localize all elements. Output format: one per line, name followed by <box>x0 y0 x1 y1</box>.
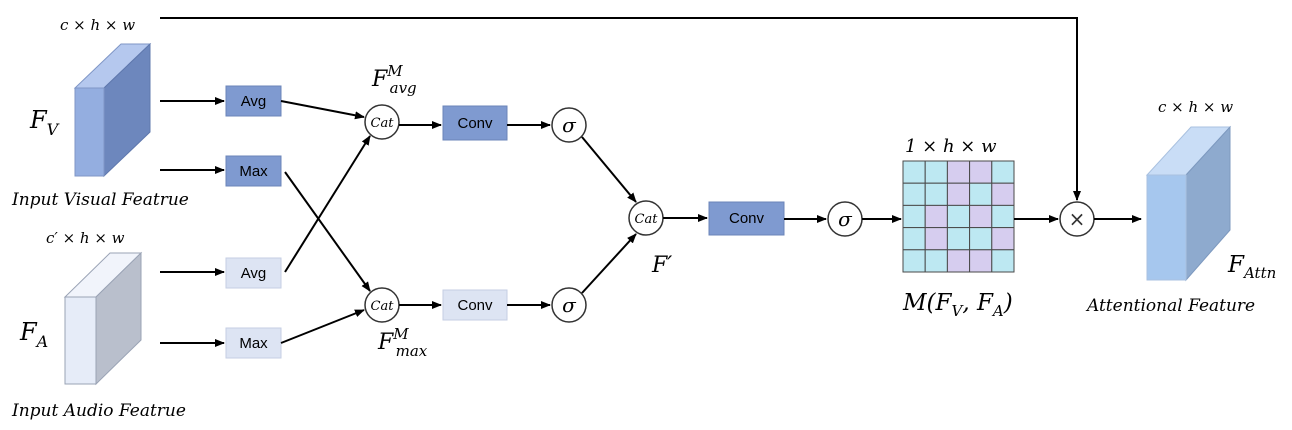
visual-dims-label: c × h × w <box>60 16 135 34</box>
multiply-label: × <box>1069 207 1086 231</box>
audio-caption: Input Audio Featrue <box>11 401 186 421</box>
attention-map-cell <box>969 160 993 184</box>
feature-max-sub: max <box>396 342 428 360</box>
audio-feature-cuboid <box>63 251 143 386</box>
output-subscript: Attn <box>1242 264 1276 282</box>
audio-cuboid-front <box>64 296 97 385</box>
attention-map-cell <box>991 160 1015 184</box>
sigma-top-label: σ <box>562 113 577 137</box>
merge-feature-label: F′ <box>651 253 672 278</box>
attention-map-cell <box>902 160 926 184</box>
sigma-final-circle: σ <box>827 201 863 237</box>
output-dims-label: c × h × w <box>1158 98 1233 116</box>
attention-map-cell <box>969 249 993 273</box>
visual-avg-label: Avg <box>241 93 267 110</box>
attention-map-cell <box>902 249 926 273</box>
attention-map-cell <box>924 204 948 229</box>
conv-final-box: Conv <box>708 201 785 236</box>
visual-avg-box: Avg <box>225 85 282 117</box>
concat-merge-label: Cat <box>635 212 659 227</box>
output-symbol: F <box>1227 252 1245 278</box>
arrow-amax-to-catbottom <box>280 309 365 344</box>
attention-map-caption: M(FV, FA) <box>902 290 1013 320</box>
sigma-bottom-label: σ <box>562 293 577 317</box>
conv-top-box: Conv <box>442 105 508 141</box>
visual-feature-cuboid <box>73 42 152 178</box>
attention-map-cell <box>969 227 993 251</box>
arrow-vmax-to-catbottom <box>284 171 371 292</box>
concat-merge-circle: Cat <box>628 200 664 236</box>
visual-feature-symbol: FV <box>29 106 60 139</box>
audio-dims-label: c′ × h × w <box>46 229 125 247</box>
map-caption-start: M(F <box>902 290 953 316</box>
attention-map-cell <box>902 204 926 229</box>
attention-map-cell <box>946 249 971 273</box>
feature-avg-sup: M <box>386 62 403 80</box>
map-caption-mid: , F <box>962 290 994 316</box>
output-cuboid-front <box>1146 174 1187 281</box>
map-caption-sub-v: V <box>951 302 964 320</box>
map-caption-sub-a: A <box>991 302 1004 320</box>
attention-map-cell <box>946 160 971 184</box>
attention-map-cell <box>946 182 971 206</box>
conv-final-label: Conv <box>729 210 765 227</box>
attention-map-cell <box>902 182 926 206</box>
feature-avg-sub: avg <box>390 79 417 97</box>
attention-map-cell <box>991 249 1015 273</box>
sigma-final-label: σ <box>838 207 853 231</box>
attention-map-cell <box>969 182 993 206</box>
visual-max-label: Max <box>239 163 268 180</box>
audio-max-label: Max <box>239 335 268 352</box>
audio-avg-box: Avg <box>225 257 282 289</box>
attention-map-grid <box>902 160 1015 273</box>
visual-cuboid-front <box>74 87 105 177</box>
arrow-sigmatop-to-merge <box>581 136 637 203</box>
attention-map-cell <box>924 160 948 184</box>
attention-map-cell <box>924 182 948 206</box>
audio-symbol: F <box>19 318 38 346</box>
visual-subscript: V <box>47 120 60 139</box>
sigma-bottom-circle: σ <box>551 287 587 323</box>
output-feature-symbol: FAttn <box>1227 252 1276 282</box>
attention-map-cell <box>991 182 1015 206</box>
feature-avg-symbol: F <box>371 67 388 92</box>
audio-avg-label: Avg <box>241 265 267 282</box>
visual-max-box: Max <box>225 155 282 187</box>
multiply-circle: × <box>1059 201 1095 237</box>
feature-max-symbol: F <box>377 330 394 355</box>
attention-map-cell <box>924 227 948 251</box>
attention-map-cell <box>924 249 948 273</box>
conv-bottom-label: Conv <box>457 297 493 314</box>
attention-map-cell <box>991 227 1015 251</box>
audio-subscript: A <box>35 332 49 351</box>
visual-symbol: F <box>29 106 48 134</box>
skip-connection <box>160 17 1081 201</box>
concat-top-label: Cat <box>371 116 395 131</box>
concat-top-circle: Cat <box>364 104 400 140</box>
conv-top-label: Conv <box>457 115 493 132</box>
visual-caption: Input Visual Featrue <box>11 190 189 210</box>
audio-feature-symbol: FA <box>19 318 48 351</box>
attention-map-dims: 1 × h × w <box>905 136 997 157</box>
attention-map-cell <box>991 204 1015 229</box>
arrow-vavg-to-cattop <box>280 100 365 120</box>
map-caption-end: ) <box>1003 290 1013 316</box>
concat-bottom-label: Cat <box>371 299 395 314</box>
conv-bottom-box: Conv <box>442 289 508 321</box>
output-caption: Attentional Feature <box>1085 296 1255 316</box>
arrow-aavg-to-cattop <box>284 135 371 273</box>
concat-bottom-circle: Cat <box>364 287 400 323</box>
sigma-top-circle: σ <box>551 107 587 143</box>
attention-map-cell <box>946 204 971 229</box>
output-feature-cuboid <box>1145 125 1232 282</box>
attention-map-cell <box>969 204 993 229</box>
attention-map-cell <box>946 227 971 251</box>
attention-map-cell <box>902 227 926 251</box>
audio-max-box: Max <box>225 327 282 359</box>
feature-max-sup: M <box>392 325 409 343</box>
arrow-sigmabottom-to-merge <box>581 233 637 294</box>
